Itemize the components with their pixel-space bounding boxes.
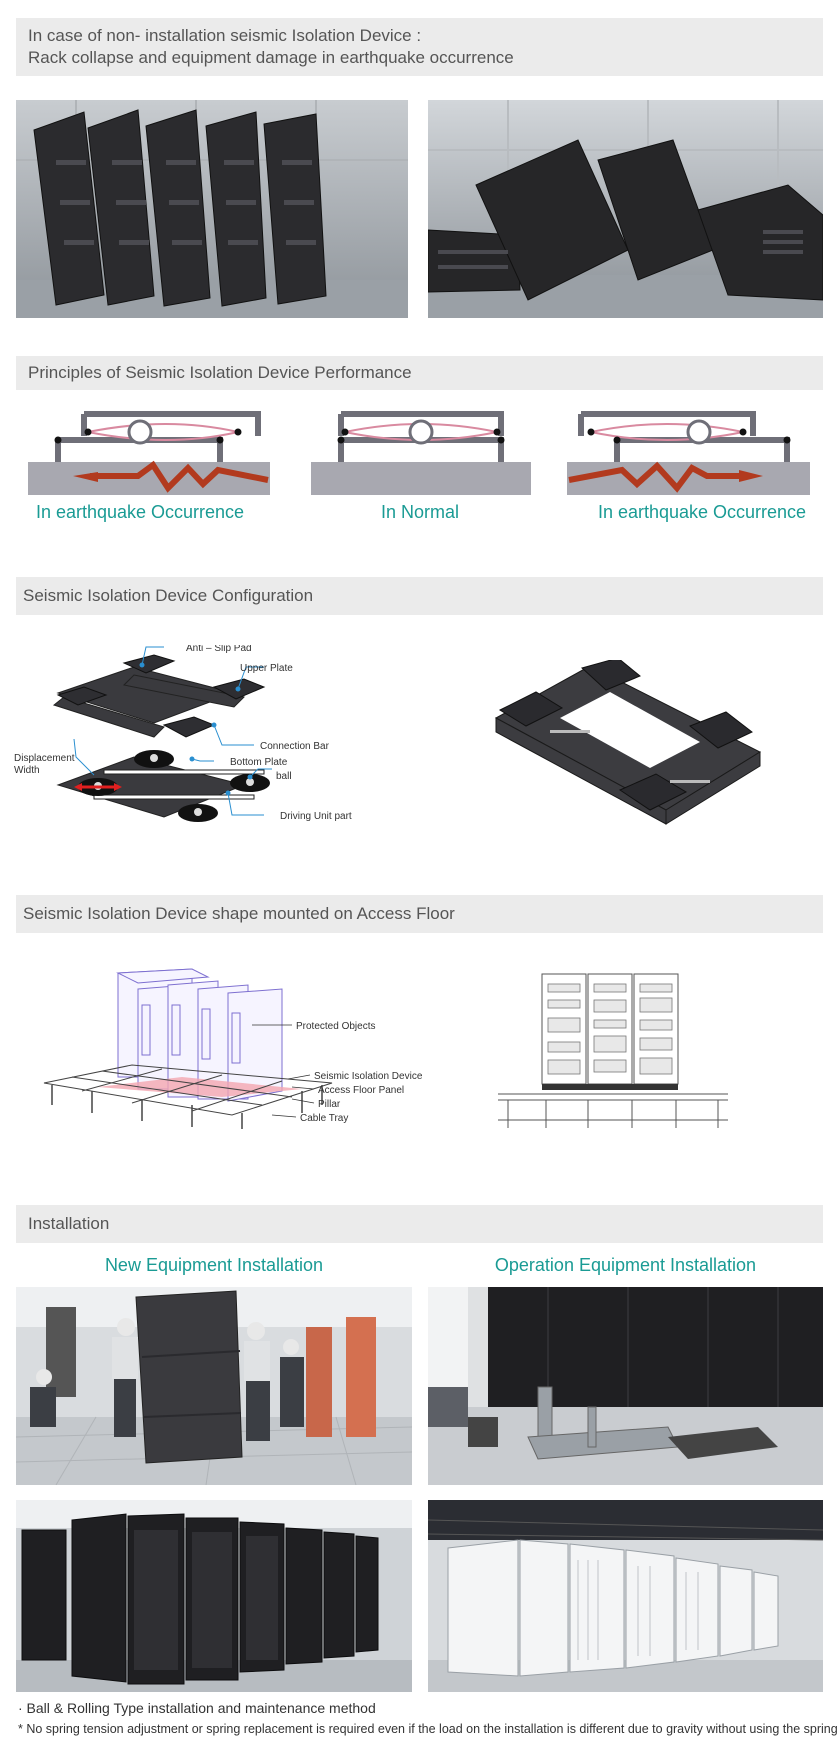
- configuration-title: Seismic Isolation Device Configuration: [23, 586, 314, 605]
- label-protected-objects: Protected Objects: [296, 1021, 375, 1032]
- caption-normal: In Normal: [380, 502, 460, 522]
- intro-line-2: Rack collapse and equipment damage in ea…: [28, 48, 514, 67]
- access-floor-banner: Seismic Isolation Device shape mounted o…: [16, 895, 823, 933]
- assembled-device-diagram: [490, 660, 770, 835]
- device-under-rack-photo: [428, 1287, 823, 1485]
- access-floor-title: Seismic Isolation Device shape mounted o…: [23, 904, 455, 923]
- principle-diagram-right: [567, 410, 810, 495]
- new-equipment-heading: New Equipment Installation: [104, 1255, 324, 1275]
- racks-fallen-photo: [428, 100, 823, 318]
- black-rack-row-photo: [16, 1500, 412, 1692]
- racks-tilting-photo: [16, 100, 408, 318]
- label-driving-unit: Driving Unit part: [280, 811, 352, 822]
- installation-title: Installation: [28, 1214, 110, 1233]
- installation-banner: Installation: [16, 1205, 823, 1243]
- label-cable-tray: Cable Tray: [300, 1113, 348, 1124]
- label-floor-panel: Access Floor Panel: [318, 1085, 404, 1096]
- intro-banner: In case of non- installation seismic Iso…: [16, 18, 823, 76]
- intro-line-1: In case of non- installation seismic Iso…: [28, 26, 422, 45]
- label-width: Width: [14, 765, 40, 776]
- access-floor-front-diagram: [498, 970, 728, 1130]
- workers-moving-rack-photo: [16, 1287, 412, 1485]
- label-ball: ball: [276, 771, 292, 782]
- principle-diagram-center: [311, 410, 531, 495]
- label-displacement: Displacement: [14, 753, 75, 764]
- configuration-banner: Seismic Isolation Device Configuration: [16, 577, 823, 615]
- caption-earthquake-left: In earthquake Occurrence: [35, 502, 245, 522]
- exploded-device-diagram: Anti – Slip Pad Upper Plate Connection B…: [14, 645, 394, 845]
- label-connection-bar: Connection Bar: [260, 741, 330, 752]
- caption-earthquake-right: In earthquake Occurrence: [597, 502, 807, 522]
- label-bottom-plate: Bottom Plate: [230, 757, 288, 768]
- spring-footnote: * No spring tension adjustment or spring…: [18, 1722, 838, 1736]
- label-upper-plate: Upper Plate: [240, 663, 293, 674]
- label-isolation-device: Seismic Isolation Device: [314, 1071, 423, 1082]
- principles-title: Principles of Seismic Isolation Device P…: [28, 363, 412, 382]
- white-rack-row-photo: [428, 1500, 823, 1692]
- method-note: · Ball & Rolling Type installation and m…: [18, 1700, 376, 1716]
- principles-banner: Principles of Seismic Isolation Device P…: [16, 356, 823, 390]
- principle-diagram-left: [28, 410, 270, 495]
- label-anti-slip-pad: Anti – Slip Pad: [186, 645, 252, 654]
- label-pillar: Pillar: [318, 1099, 341, 1110]
- access-floor-perspective-diagram: Protected Objects Seismic Isolation Devi…: [42, 965, 442, 1130]
- operation-equipment-heading: Operation Equipment Installation: [494, 1255, 757, 1275]
